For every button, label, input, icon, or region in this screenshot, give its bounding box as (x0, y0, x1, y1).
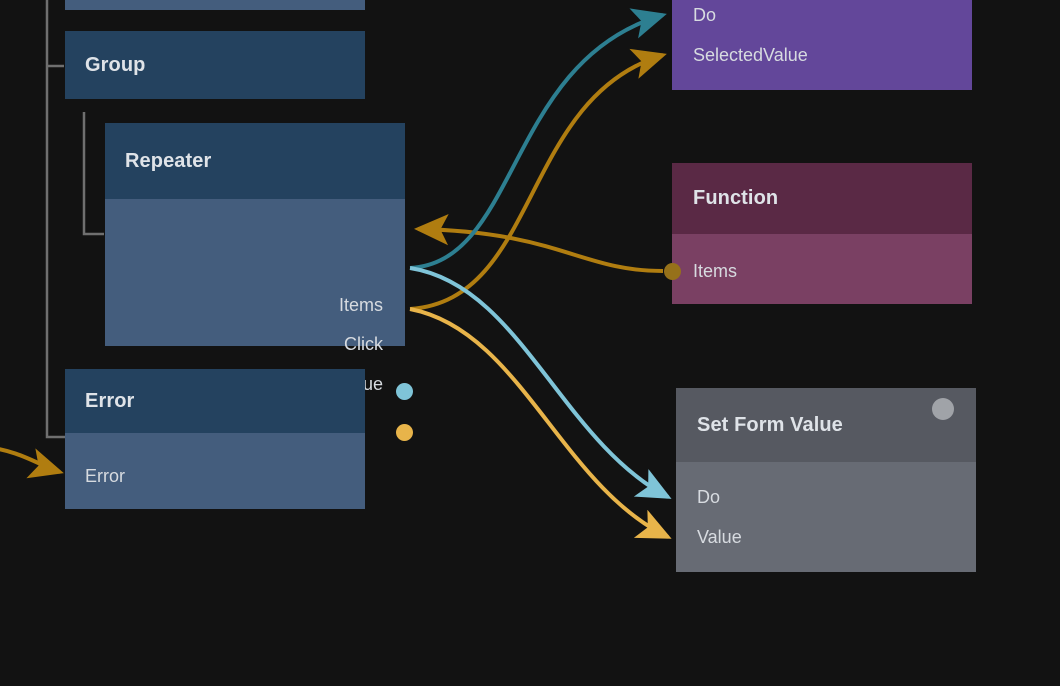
node-set-form-value-body: Do Value (676, 462, 976, 572)
node-selected-value[interactable]: Do SelectedValue (672, 0, 972, 90)
port-selected-value-do-label: Do (693, 5, 717, 25)
port-selected-value-do[interactable]: Do (693, 4, 716, 26)
edge-repeater-value-to-setformvalue-value (409, 307, 672, 539)
edge-function-items-to-repeater-items (414, 214, 664, 273)
node-repeater-header[interactable]: Repeater (105, 123, 405, 199)
port-dot-repeater-value[interactable] (396, 424, 413, 441)
node-group[interactable]: Group (65, 31, 365, 99)
port-selected-value-selectedvalue-label: SelectedValue (693, 45, 808, 65)
node-selected-value-body: Do SelectedValue (672, 0, 972, 90)
port-error-error[interactable]: Error (85, 465, 125, 487)
node-error-body: Error (65, 433, 365, 509)
port-set-form-value-value[interactable]: Value (697, 526, 742, 548)
node-partial-top[interactable] (65, 0, 365, 10)
edge-incoming-to-error (0, 447, 64, 479)
node-function-body: Items (672, 234, 972, 304)
node-error-header[interactable]: Error (65, 369, 365, 433)
port-function-items[interactable]: Items (693, 260, 737, 282)
edge-repeater-click-to-do (409, 8, 667, 270)
tree-branch-repeater (82, 112, 104, 236)
node-function-title: Function (693, 187, 779, 209)
node-set-form-value-title: Set Form Value (697, 413, 843, 436)
node-group-title: Group (85, 53, 146, 76)
node-set-form-value[interactable]: Set Form Value Do Value (676, 388, 976, 572)
port-error-error-label: Error (85, 466, 125, 486)
port-repeater-items[interactable]: Items (339, 294, 383, 316)
node-group-header[interactable]: Group (65, 31, 365, 99)
node-error[interactable]: Error Error (65, 369, 365, 509)
node-function[interactable]: Function Items (664, 163, 972, 304)
port-dot-repeater-click[interactable] (396, 383, 413, 400)
tree-trunk-outer (45, 0, 65, 439)
node-function-header[interactable]: Function (672, 163, 972, 234)
port-repeater-click-label: Click (344, 334, 383, 354)
port-repeater-items-label: Items (338, 295, 383, 315)
port-dot-function-items[interactable] (664, 263, 681, 280)
port-set-form-value-do-label: Do (697, 487, 721, 507)
edge-repeater-click-to-setformvalue-do (409, 266, 672, 499)
port-set-form-value-value-label: Value (697, 527, 742, 547)
status-dot-icon[interactable] (932, 398, 954, 420)
node-partial-top-body (65, 0, 365, 10)
port-set-form-value-do[interactable]: Do (697, 486, 720, 508)
node-repeater[interactable]: Repeater Items Click Value (105, 123, 413, 441)
node-repeater-title: Repeater (125, 149, 212, 172)
port-repeater-click[interactable]: Click (344, 333, 383, 355)
node-set-form-value-header[interactable]: Set Form Value (676, 388, 976, 462)
edge-repeater-value-to-selectedvalue (409, 48, 667, 311)
node-repeater-body: Items Click Value (105, 199, 405, 394)
port-selected-value-selectedvalue[interactable]: SelectedValue (693, 44, 808, 66)
node-error-title: Error (85, 389, 135, 412)
port-function-items-label: Items (693, 261, 738, 281)
